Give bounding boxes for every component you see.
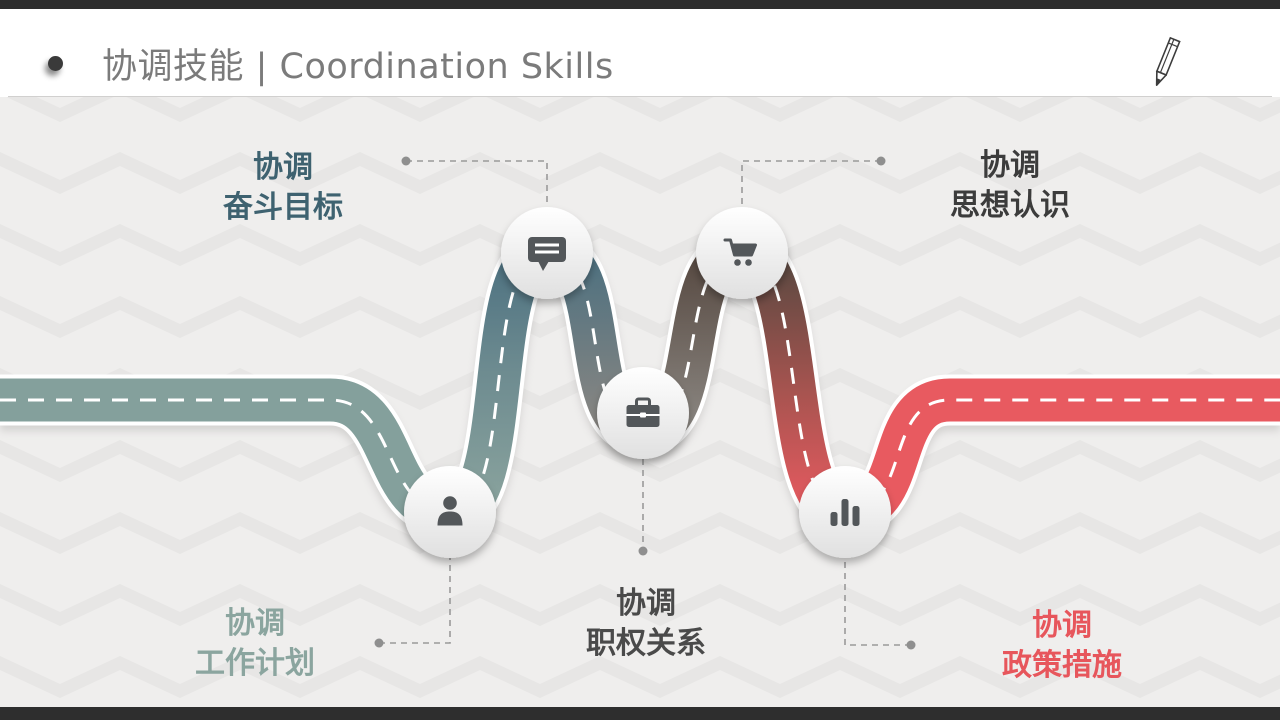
connector-dot-bottom-center [638, 546, 648, 556]
header-divider [8, 96, 1272, 97]
pencil-icon [1155, 36, 1181, 86]
label-line: 协调 [1032, 608, 1092, 643]
connector-line-top-left [406, 160, 548, 207]
person-icon [437, 496, 463, 526]
bottom-accent-bar [0, 707, 1280, 720]
label-coordinate-work-plan: 协调 工作计划 [125, 604, 385, 684]
label-line: 协调 [253, 150, 313, 185]
label-coordinate-goals: 协调 奋斗目标 [153, 148, 413, 228]
top-accent-bar [0, 0, 1280, 9]
connector-line-bottom-right [844, 558, 911, 646]
label-line: 职权关系 [586, 626, 706, 662]
connector-line-bottom-left [379, 558, 451, 644]
briefcase-icon [626, 397, 660, 427]
label-coordinate-authority: 协调 职权关系 [516, 584, 776, 664]
label-line: 思想认识 [950, 188, 1070, 224]
connector-dot-bottom-right [906, 640, 916, 650]
label-line: 协调 [980, 148, 1040, 183]
label-line: 奋斗目标 [223, 190, 343, 226]
label-line: 协调 [616, 586, 676, 621]
label-coordinate-policy: 协调 政策措施 [932, 606, 1192, 686]
connector-line-top-right [741, 160, 881, 207]
cart-icon [723, 238, 757, 266]
bar-chart-icon [830, 499, 860, 526]
label-coordinate-ideology: 协调 思想认识 [880, 146, 1140, 226]
connector-dot-top-right [876, 156, 886, 166]
page-title: 协调技能 | Coordination Skills [102, 47, 614, 87]
bullet-dot-icon [48, 56, 63, 71]
label-line: 工作计划 [195, 646, 315, 682]
connector-dot-top-left [401, 156, 411, 166]
label-line: 协调 [225, 606, 285, 641]
label-line: 政策措施 [1002, 648, 1122, 684]
connector-dot-bottom-left [374, 638, 384, 648]
chat-icon [528, 237, 566, 271]
